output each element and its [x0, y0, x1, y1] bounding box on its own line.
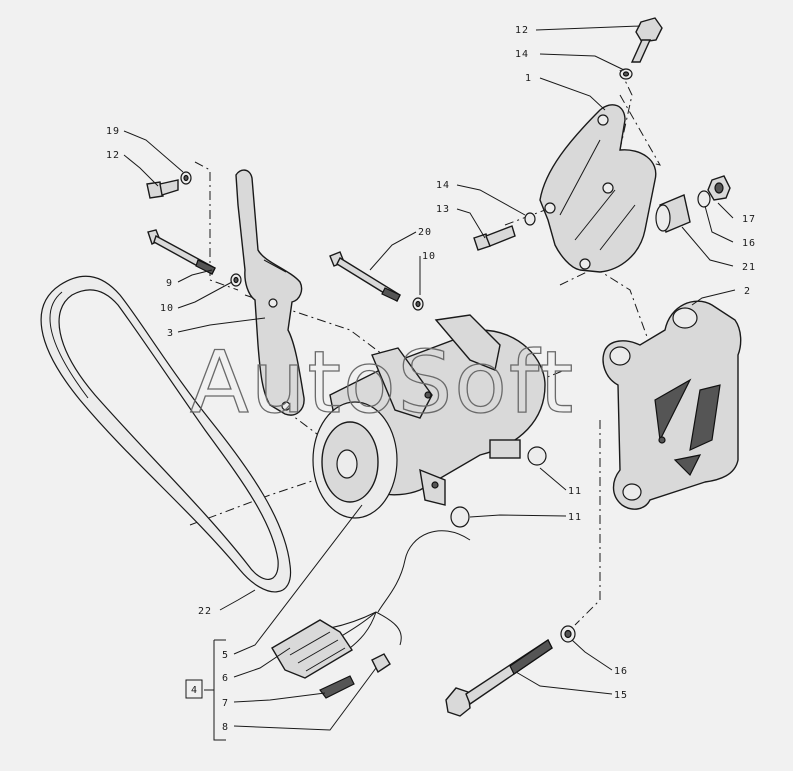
callout-14-top: 14	[515, 49, 529, 60]
wiring-harness	[271, 530, 471, 699]
callout-10-mid: 10	[422, 251, 436, 262]
callout-9: 9	[166, 278, 173, 289]
upper-bracket	[539, 104, 657, 273]
callout-6: 6	[222, 673, 229, 684]
v-belt	[40, 275, 292, 593]
callout-3: 3	[167, 328, 174, 339]
callout-15: 15	[614, 690, 628, 701]
callout-8: 8	[222, 722, 229, 733]
callout-13: 13	[436, 204, 450, 215]
callout-11-a: 11	[568, 486, 582, 497]
callout-10-left: 10	[160, 303, 174, 314]
callout-22: 22	[198, 606, 212, 617]
callout-2: 2	[744, 286, 751, 297]
callout-21: 21	[742, 262, 756, 273]
fasteners	[146, 17, 731, 717]
callout-19: 19	[106, 126, 120, 137]
callout-7: 7	[222, 698, 229, 709]
callout-group-4: 4	[191, 685, 198, 696]
callout-20: 20	[418, 227, 432, 238]
callout-14-mid: 14	[436, 180, 450, 191]
group-reference-box	[185, 679, 203, 699]
watermark-logo: AutoSoft	[190, 333, 575, 433]
callout-16-top: 16	[742, 238, 756, 249]
callout-16-bottom: 16	[614, 666, 628, 677]
callout-17: 17	[742, 214, 756, 225]
callout-11-b: 11	[568, 512, 582, 523]
mounting-plate	[602, 300, 742, 510]
ac-compressor	[312, 314, 547, 528]
callout-12-left: 12	[106, 150, 120, 161]
callout-1: 1	[525, 73, 532, 84]
tensioner-bracket	[235, 169, 305, 416]
callout-12-top: 12	[515, 25, 529, 36]
leader-lines	[123, 25, 736, 741]
callout-5: 5	[222, 650, 229, 661]
callout-labels: 12 14 1 19 12 14 13 20 10 9 10 3 17 16 2…	[106, 25, 756, 733]
